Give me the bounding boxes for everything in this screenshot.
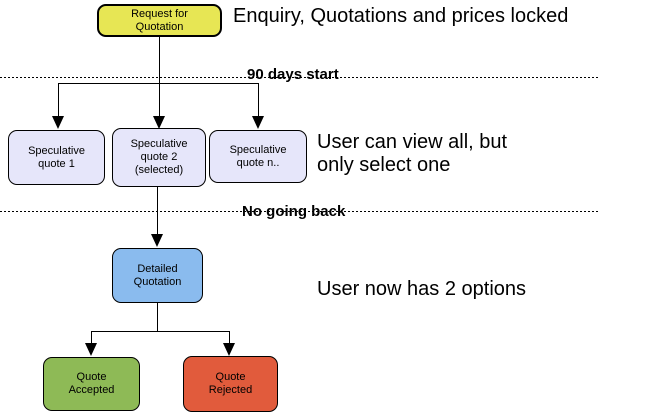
arrowhead-quoten-icon	[252, 116, 264, 129]
annotation-90-days-start: 90 days start	[247, 66, 339, 83]
annotation-view-all-line1: User can view all, but	[317, 131, 508, 153]
node-label-line: Quotation	[133, 275, 182, 288]
node-label-line: Speculative	[130, 138, 188, 150]
phase-divider-line-2	[0, 211, 600, 212]
annotation-enquiry-locked: Enquiry, Quotations and prices locked	[233, 5, 569, 27]
request-for-quotation-node: Request for Quotation	[97, 4, 222, 37]
annotation-view-all: User can view all, but only select one	[317, 131, 507, 177]
connector-detailed-stem	[157, 303, 158, 331]
arrowhead-quote1-icon	[52, 116, 64, 129]
speculative-quote-2-selected-node: Speculative quote 2 (selected)	[112, 128, 206, 187]
annotation-no-going-back: No going back	[242, 203, 346, 220]
node-label-line: Speculative	[229, 143, 287, 156]
connector-branch-bar-top	[58, 83, 259, 84]
connector-to-accepted	[91, 331, 92, 344]
phase-divider-line-1	[0, 77, 600, 78]
node-label-line: Quote	[215, 371, 246, 383]
node-label-line: Detailed	[137, 262, 178, 275]
node-label-line: Rejected	[208, 384, 253, 396]
node-label-line: Accepted	[68, 384, 115, 396]
arrowhead-accepted-icon	[85, 343, 97, 356]
speculative-quote-n-node: Speculative quote n..	[209, 130, 307, 183]
connector-request-stem	[159, 37, 160, 83]
quote-rejected-node: Quote Rejected	[183, 356, 278, 412]
annotation-two-options: User now has 2 options	[317, 278, 527, 300]
connector-to-rejected	[229, 331, 230, 344]
node-label-line: Quotation	[135, 20, 184, 33]
node-label-line: Request for	[131, 7, 188, 20]
node-label-line: quote 1	[38, 157, 75, 170]
node-label-line: Speculative	[28, 144, 85, 157]
connector-branch-bar-bottom	[91, 331, 230, 332]
node-label-line: Quote	[76, 371, 107, 383]
arrowhead-quote2-icon	[153, 116, 165, 129]
connector-selected-to-detailed	[157, 187, 158, 235]
node-label-line: quote n..	[236, 156, 280, 169]
speculative-quote-1-node: Speculative quote 1	[8, 130, 105, 185]
arrowhead-detailed-icon	[151, 234, 163, 247]
node-label-line: (selected)	[134, 164, 184, 176]
arrowhead-rejected-icon	[223, 343, 235, 356]
connector-to-quoten	[258, 83, 259, 117]
connector-to-quote2	[159, 83, 160, 117]
connector-to-quote1	[58, 83, 59, 117]
detailed-quotation-node: Detailed Quotation	[112, 248, 203, 303]
node-label-line: quote 2	[140, 151, 178, 163]
annotation-view-all-line2: only select one	[317, 154, 451, 176]
quote-accepted-node: Quote Accepted	[43, 357, 140, 411]
